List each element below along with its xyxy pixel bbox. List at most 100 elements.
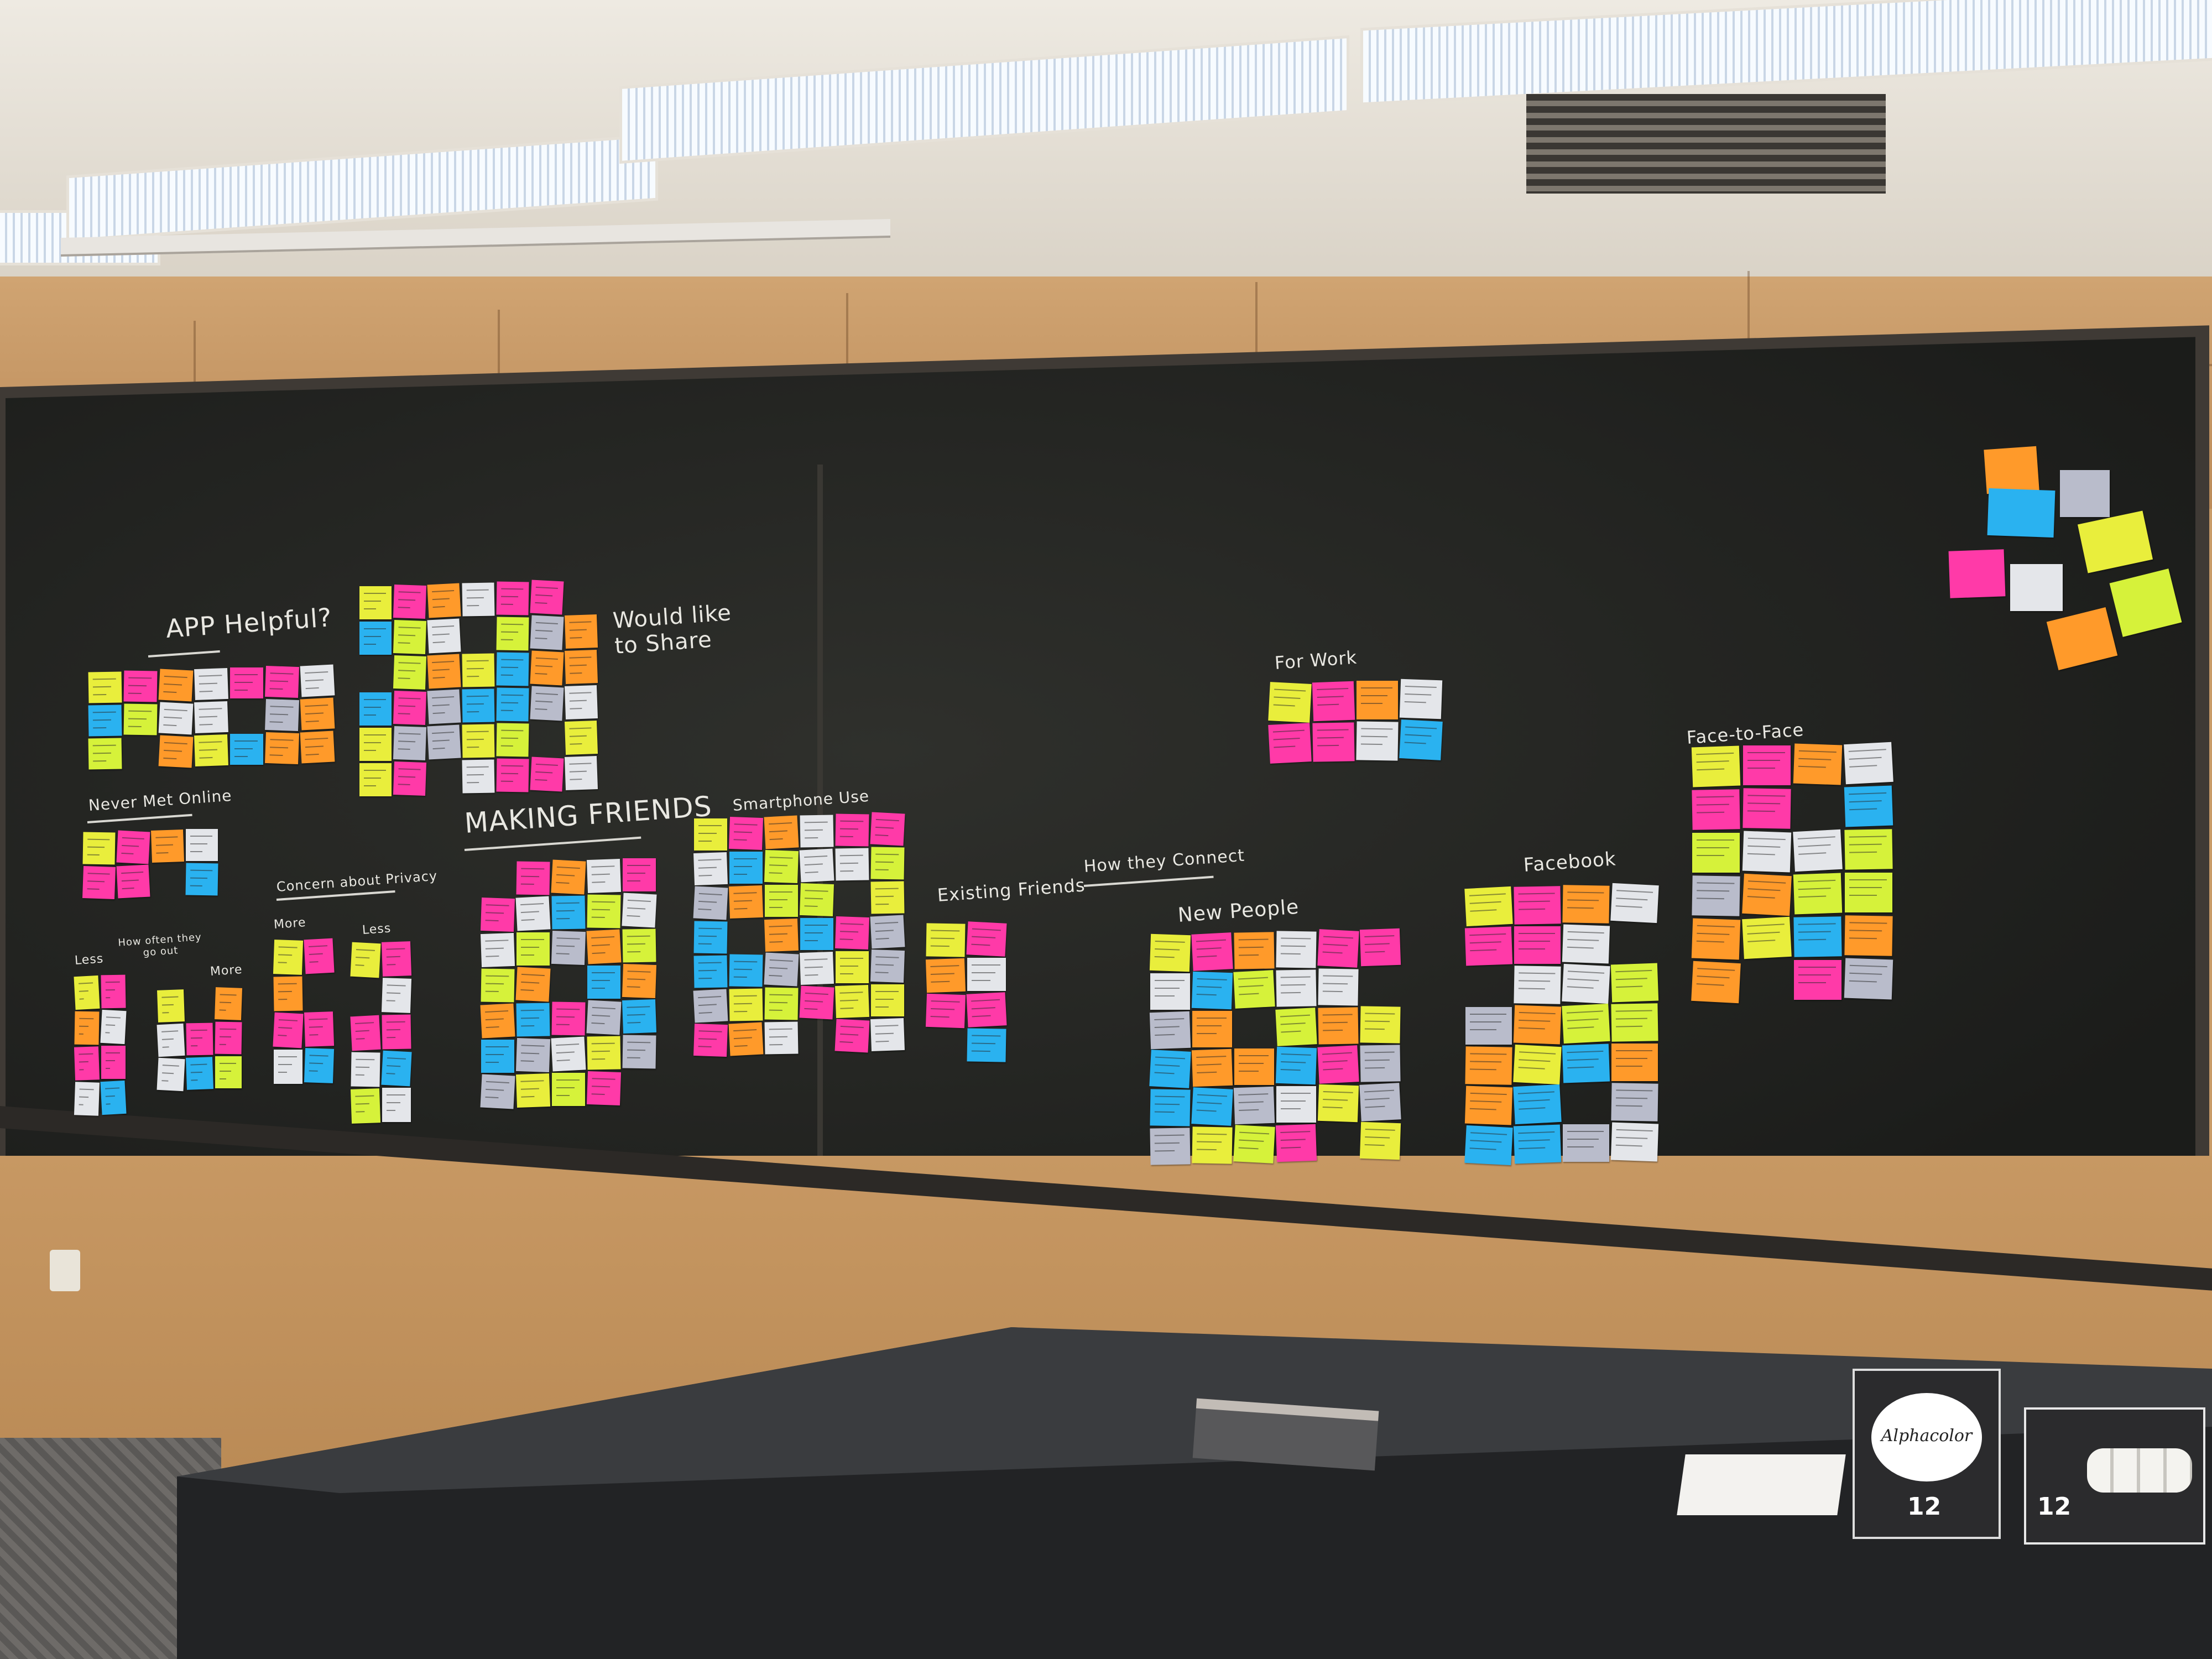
handwriting-scribble bbox=[1154, 1142, 1180, 1144]
handwriting-scribble bbox=[1849, 887, 1882, 888]
handwriting-scribble bbox=[1281, 992, 1301, 994]
handwriting-scribble bbox=[387, 1057, 406, 1060]
handwriting-scribble bbox=[733, 1029, 757, 1032]
handwriting-scribble bbox=[520, 1017, 539, 1019]
sticky-note bbox=[1275, 1008, 1317, 1046]
sticky-note bbox=[871, 984, 904, 1016]
handwriting-scribble bbox=[1567, 938, 1599, 941]
handwriting-scribble bbox=[1361, 728, 1393, 730]
handwriting-scribble bbox=[627, 1006, 650, 1008]
handwriting-scribble bbox=[364, 734, 386, 735]
handwriting-scribble bbox=[535, 586, 558, 589]
handwriting-scribble bbox=[92, 678, 116, 680]
handwriting-scribble bbox=[1323, 983, 1348, 985]
sticky-note bbox=[515, 967, 551, 1002]
sticky-note bbox=[1692, 833, 1740, 873]
handwriting-scribble bbox=[1281, 1030, 1301, 1033]
handwriting-scribble bbox=[769, 933, 787, 935]
sticky-note bbox=[1317, 929, 1359, 968]
sticky-note bbox=[74, 1046, 100, 1081]
handwriting-scribble bbox=[875, 861, 894, 863]
handwriting-scribble bbox=[432, 747, 445, 750]
handwriting-scribble bbox=[1616, 1058, 1647, 1059]
handwriting-scribble bbox=[1322, 951, 1343, 954]
sticky-note bbox=[1611, 1083, 1658, 1121]
handwriting-scribble bbox=[364, 778, 381, 779]
handwriting-scribble bbox=[501, 694, 524, 696]
sticky-note bbox=[693, 1023, 728, 1057]
sticky-note bbox=[1150, 1128, 1191, 1165]
chalk-box-count: 12 bbox=[1907, 1493, 1942, 1521]
handwriting-scribble bbox=[219, 1009, 226, 1011]
label-go-out-more: More bbox=[210, 962, 243, 979]
handwriting-scribble bbox=[309, 1034, 319, 1036]
sticky-note bbox=[215, 1021, 242, 1055]
handwriting-scribble bbox=[355, 1022, 374, 1024]
sticky-note bbox=[158, 702, 194, 735]
handwriting-scribble bbox=[190, 1071, 202, 1073]
sticky-note bbox=[158, 735, 194, 768]
sticky-note bbox=[870, 1018, 905, 1052]
handwriting-scribble bbox=[220, 1036, 232, 1038]
handwriting-scribble bbox=[364, 707, 381, 708]
handwriting-scribble bbox=[556, 1079, 580, 1081]
handwriting-scribble bbox=[190, 851, 202, 852]
handwriting-scribble bbox=[1470, 1132, 1507, 1135]
sticky-note bbox=[693, 955, 728, 988]
handwriting-scribble bbox=[106, 1103, 111, 1105]
handwriting-scribble bbox=[1405, 693, 1432, 696]
handwriting-scribble bbox=[501, 765, 524, 767]
handwriting-scribble bbox=[1519, 1019, 1551, 1022]
handwriting-scribble bbox=[432, 598, 450, 601]
handwriting-scribble bbox=[592, 952, 606, 954]
handwriting-scribble bbox=[1849, 765, 1877, 768]
handwriting-scribble bbox=[1317, 737, 1344, 739]
sticky-note bbox=[870, 881, 905, 914]
handwriting-scribble bbox=[501, 702, 519, 704]
handwriting-scribble bbox=[387, 1102, 400, 1103]
handwriting-scribble bbox=[93, 727, 107, 729]
handwriting-scribble bbox=[92, 752, 111, 754]
handwriting-scribble bbox=[591, 916, 605, 919]
handwriting-scribble bbox=[1322, 1107, 1343, 1109]
handwriting-scribble bbox=[1323, 936, 1354, 939]
handwriting-scribble bbox=[1155, 988, 1180, 989]
handwriting-scribble bbox=[1365, 1105, 1385, 1108]
sticky-note bbox=[800, 951, 834, 985]
handwriting-scribble bbox=[972, 928, 1001, 931]
handwriting-scribble bbox=[105, 1087, 120, 1089]
handwriting-scribble bbox=[1238, 977, 1268, 980]
handwriting-scribble bbox=[698, 1038, 717, 1040]
handwriting-scribble bbox=[1747, 845, 1781, 848]
handwriting-scribble bbox=[87, 854, 100, 856]
handwriting-scribble bbox=[1238, 1147, 1259, 1150]
handwriting-scribble bbox=[79, 1069, 84, 1071]
handwriting-scribble bbox=[1697, 975, 1730, 979]
handwriting-scribble bbox=[87, 838, 110, 841]
handwriting-scribble bbox=[556, 1024, 570, 1026]
sticky-note bbox=[304, 1011, 335, 1047]
handwriting-scribble bbox=[592, 1006, 615, 1010]
sticky-note bbox=[496, 617, 529, 651]
handwriting-scribble bbox=[556, 1016, 575, 1018]
handwriting-scribble bbox=[1196, 1109, 1217, 1112]
handwriting-scribble bbox=[1155, 980, 1185, 981]
handwriting-scribble bbox=[398, 705, 416, 707]
handwriting-scribble bbox=[387, 1094, 405, 1095]
handwriting-scribble bbox=[972, 964, 1000, 966]
handwriting-scribble bbox=[1280, 976, 1311, 978]
handwriting-scribble bbox=[466, 774, 484, 776]
sticky-note bbox=[799, 985, 834, 1020]
handwriting-scribble bbox=[698, 935, 717, 937]
handwriting-scribble bbox=[164, 749, 182, 752]
handwriting-scribble bbox=[398, 662, 421, 664]
handwriting-scribble bbox=[278, 1072, 287, 1073]
sticky-note bbox=[359, 692, 392, 726]
handwriting-scribble bbox=[1364, 1059, 1390, 1061]
handwriting-scribble bbox=[219, 1044, 226, 1045]
handwriting-scribble bbox=[1615, 969, 1652, 973]
handwriting-scribble bbox=[520, 989, 534, 992]
chalkboard-eraser[interactable] bbox=[1192, 1398, 1379, 1471]
sticky-note bbox=[551, 859, 586, 895]
handwriting-scribble bbox=[398, 748, 410, 750]
